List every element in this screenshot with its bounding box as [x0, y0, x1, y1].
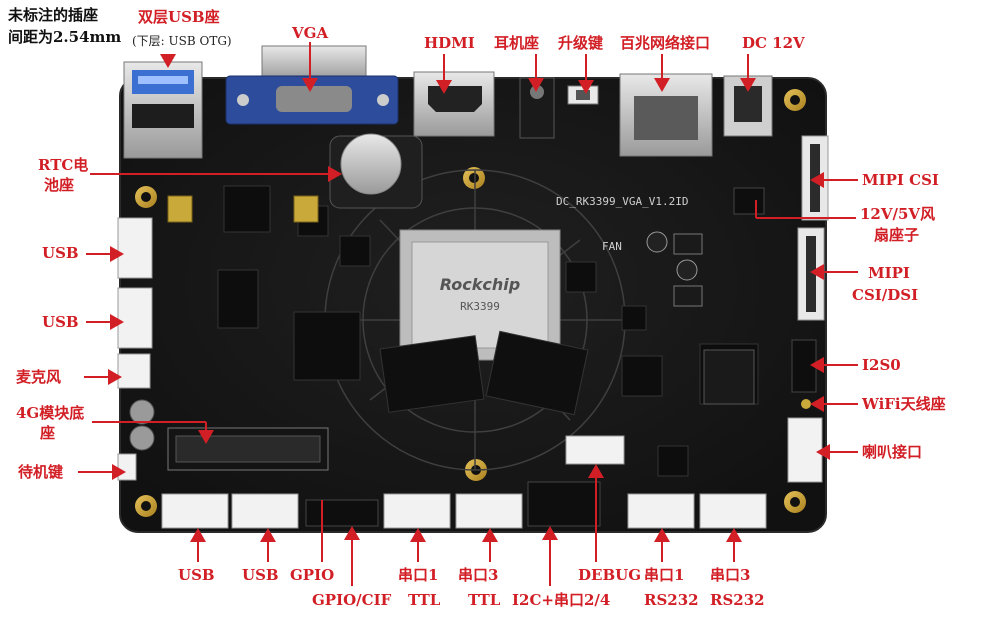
- passives: [129, 195, 703, 451]
- label-gpio: GPIO: [290, 566, 335, 584]
- label-usb-bottom-2: USB: [242, 566, 279, 584]
- label-hdmi: HDMI: [424, 34, 475, 52]
- label-uart1-rs232-line1: 串口1: [644, 566, 685, 584]
- label-mipi-dsi-line2: CSI/DSI: [852, 286, 919, 304]
- label-i2s: I2S0: [862, 356, 901, 374]
- note-line1: 未标注的插座: [8, 6, 99, 24]
- label-i2c-uart: I2C+串口2/4: [512, 591, 611, 609]
- label-rtc-line1: RTC电: [38, 156, 89, 174]
- label-wifi: WiFi天线座: [862, 395, 946, 413]
- label-debug: DEBUG: [578, 566, 642, 584]
- label-usb-left-2: USB: [42, 313, 79, 331]
- label-speaker: 喇叭接口: [862, 443, 923, 461]
- label-uart1-ttl-line1: 串口1: [398, 566, 439, 584]
- label-uart3-rs232-line2: RS232: [710, 591, 765, 609]
- pointer-lines: [78, 42, 858, 586]
- ethernet-jack: [619, 73, 713, 157]
- label-uart3-ttl-line1: 串口3: [458, 566, 499, 584]
- label-mic: 麦克风: [16, 368, 62, 386]
- wifi-module: [703, 349, 755, 405]
- dual-usb-connector: [123, 61, 203, 159]
- board-model-silk: DC_RK3399_VGA_V1.2ID: [556, 195, 688, 208]
- label-dc: DC 12V: [742, 34, 805, 52]
- label-mipi-dsi-line1: MIPI: [868, 264, 910, 282]
- chip-brand: Rockchip: [440, 275, 520, 294]
- label-4g-line1: 4G模块底: [16, 404, 85, 422]
- label-upgrade-key: 升级键: [558, 34, 604, 52]
- dc-jack: [723, 75, 773, 137]
- rtc-battery-holder: [329, 133, 423, 209]
- label-4g-line2: 座: [40, 424, 56, 442]
- fan-silk: FAN: [602, 240, 622, 253]
- upgrade-key: [567, 85, 599, 105]
- label-uart1-ttl-line2: TTL: [408, 591, 441, 609]
- rk3399-soc: Rockchip RK3399: [399, 229, 561, 361]
- 4g-module-socket: [167, 427, 329, 471]
- label-earphone: 耳机座: [494, 34, 540, 52]
- vga-connector: [225, 45, 399, 125]
- label-fan-line2: 扇座子: [874, 226, 920, 244]
- label-uart3-ttl-line2: TTL: [468, 591, 501, 609]
- label-uart3-rs232-line1: 串口3: [710, 566, 751, 584]
- note-line2: 间距为2.54mm: [8, 28, 122, 46]
- label-usb-left-1: USB: [42, 244, 79, 262]
- label-dual-usb-note: (下层: USB OTG): [132, 34, 232, 48]
- label-ethernet: 百兆网络接口: [620, 34, 711, 52]
- ram-chips: [379, 330, 589, 416]
- label-mipi-csi: MIPI CSI: [862, 171, 939, 189]
- label-vga: VGA: [292, 24, 329, 42]
- label-usb-bottom-1: USB: [178, 566, 215, 584]
- hdmi-connector: [413, 71, 495, 137]
- label-gpio-cif: GPIO/CIF: [312, 591, 392, 609]
- chip-model: RK3399: [460, 300, 500, 313]
- label-rtc-line2: 池座: [44, 176, 75, 194]
- label-dual-usb: 双层USB座: [138, 8, 220, 26]
- label-fan-line1: 12V/5V风: [860, 205, 936, 223]
- bottom-connectors: [161, 435, 767, 529]
- label-standby: 待机键: [18, 463, 64, 481]
- label-uart1-rs232-line2: RS232: [644, 591, 699, 609]
